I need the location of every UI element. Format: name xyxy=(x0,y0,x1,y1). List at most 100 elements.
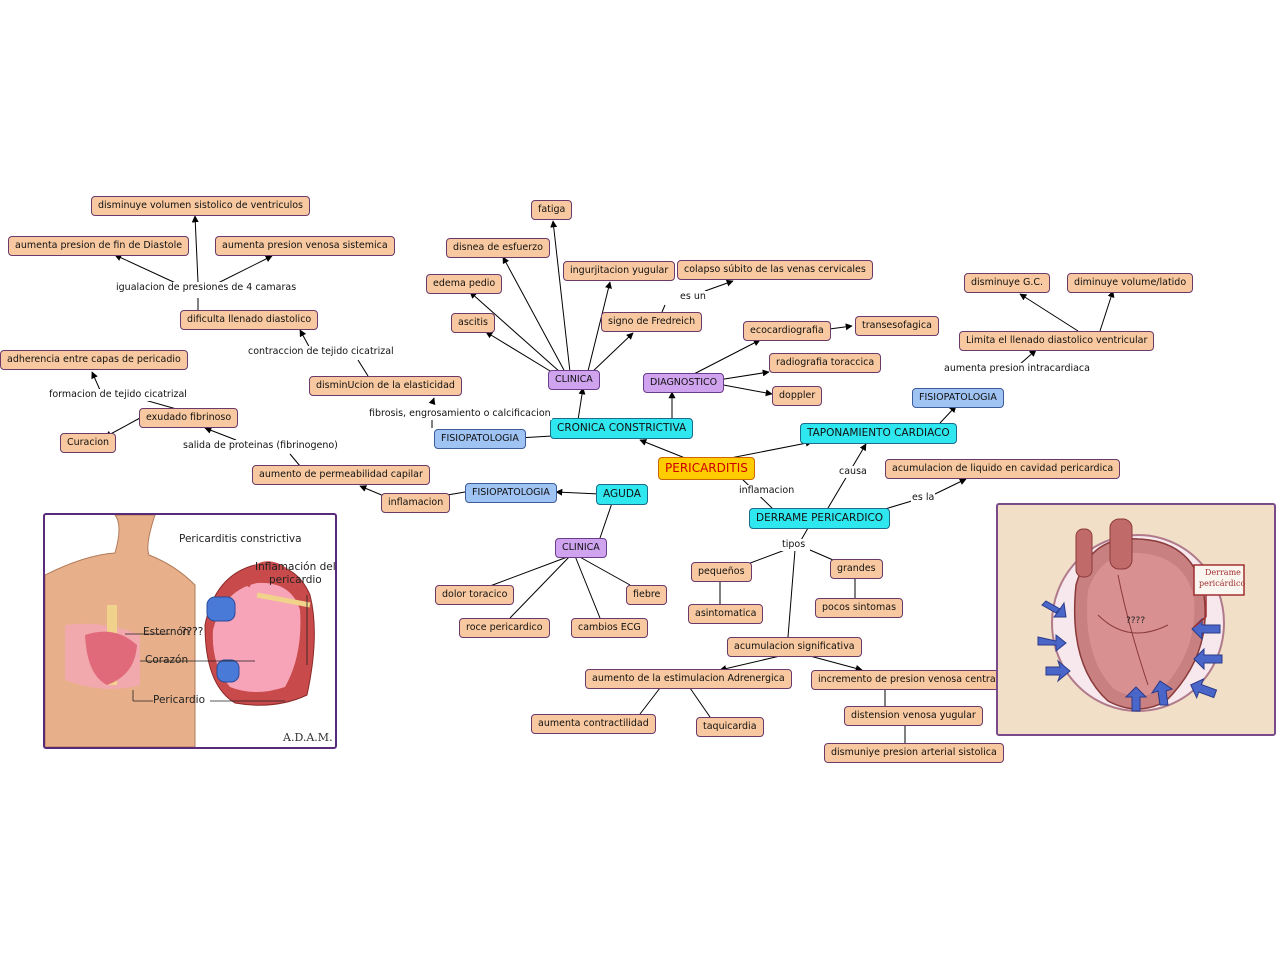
connector-line xyxy=(191,215,199,283)
connector-line xyxy=(787,549,796,638)
label-aumenta-intra: aumenta presion intracardiaca xyxy=(943,363,1091,375)
node-inflamacion[interactable]: inflamacion xyxy=(381,493,451,513)
connector-line xyxy=(1019,293,1079,332)
node-pequenos[interactable]: pequeños xyxy=(691,562,752,582)
connector-line xyxy=(91,371,101,391)
label-qmarks-right: ???? xyxy=(1126,616,1146,626)
connector-line xyxy=(555,488,601,496)
node-edema-pedio[interactable]: edema pedio xyxy=(426,274,503,294)
connector-line xyxy=(689,339,761,377)
connector-line xyxy=(939,405,957,424)
node-pocos-sintomas[interactable]: pocos sintomas xyxy=(815,598,904,618)
label-igualacion: igualacion de presiones de 4 camaras xyxy=(115,282,298,294)
node-fatiga[interactable]: fatiga xyxy=(531,200,573,220)
node-roce-pericardico[interactable]: roce pericardico xyxy=(459,618,550,638)
node-dolor-toracico[interactable]: dolor toracico xyxy=(435,585,515,605)
connector-line xyxy=(502,256,566,373)
connector-line xyxy=(359,485,385,497)
node-disminucion-elasticidad[interactable]: disminUcion de la elasticidad xyxy=(309,376,462,396)
node-grandes[interactable]: grandes xyxy=(830,559,883,579)
callout-derrame-2: pericárdico xyxy=(1199,579,1246,588)
connector-line xyxy=(577,555,631,586)
node-derrame-pericardico[interactable]: DERRAME PERICARDICO xyxy=(749,508,891,529)
node-diminuye-latido[interactable]: diminuye volume/latido xyxy=(1067,273,1194,293)
node-disminuye-gc[interactable]: disminuye G.C. xyxy=(964,273,1051,293)
node-adherencia[interactable]: adherencia entre capas de pericadio xyxy=(0,350,188,370)
node-fisiopatologia-cronica[interactable]: FISIOPATOLOGIA xyxy=(434,429,526,449)
label-inflamacion-pericardio-2: pericardio xyxy=(269,574,322,586)
node-aumenta-presion-fin[interactable]: aumenta presion de fin de Diastole xyxy=(8,236,190,256)
connector-line xyxy=(661,304,666,313)
node-ingurgitacion[interactable]: ingurjitacion yugular xyxy=(563,261,676,281)
node-fisiopatologia-taponamiento[interactable]: FISIOPATOLOGIA xyxy=(912,388,1004,408)
node-ascitis[interactable]: ascitis xyxy=(451,313,495,333)
node-permeabilidad[interactable]: aumento de permeabilidad capilar xyxy=(252,465,430,485)
connector-line xyxy=(704,279,734,292)
connector-line xyxy=(689,687,711,718)
node-signo-fredreich[interactable]: signo de Fredreich xyxy=(601,312,703,332)
label-salida: salida de proteinas (fibrinogeno) xyxy=(182,440,339,452)
node-dismuniye-presion[interactable]: dismuniye presion arterial sistolica xyxy=(824,743,1004,763)
node-acumulacion-liquido[interactable]: acumulacion de liquido en cavidad perica… xyxy=(885,459,1121,479)
node-doppler[interactable]: doppler xyxy=(772,386,823,406)
node-distension-yugular[interactable]: distension venosa yugular xyxy=(844,706,983,726)
connector-line xyxy=(357,359,369,377)
connector-line xyxy=(428,397,436,406)
node-ecocardiografia[interactable]: ecocardiografia xyxy=(743,321,831,341)
callout-derrame-1: Derrame xyxy=(1205,568,1241,577)
node-asintomatica[interactable]: asintomatica xyxy=(688,604,764,624)
node-transesofagica[interactable]: transesofagica xyxy=(855,316,939,336)
panel-pericarditis-constrictiva: Pericarditis constrictiva Inflamación de… xyxy=(43,513,337,749)
node-curacion[interactable]: Curacion xyxy=(60,433,117,453)
connector-line xyxy=(574,555,601,619)
node-aguda[interactable]: AGUDA xyxy=(596,484,648,505)
node-disnea[interactable]: disnea de esfuerzo xyxy=(446,238,550,258)
node-contractilidad[interactable]: aumenta contractilidad xyxy=(531,714,656,734)
label-es-un: es un xyxy=(679,291,707,303)
connector-line xyxy=(717,383,773,397)
label-esternon: Esternón xyxy=(143,626,190,638)
node-clinica-cronica[interactable]: CLINICA xyxy=(548,370,600,390)
node-limita-llenado[interactable]: Limita el llenado diastolico ventricular xyxy=(959,331,1155,351)
node-estimulacion-adrenergica[interactable]: aumento de la estimulacion Adrenergica xyxy=(585,669,792,689)
node-taponamiento-cardiaco[interactable]: TAPONAMIENTO CARDIACO xyxy=(800,423,957,444)
node-clinica-aguda[interactable]: CLINICA xyxy=(555,538,607,558)
node-incremento-presion[interactable]: incremento de presion venosa central xyxy=(811,670,1006,690)
node-acumulacion-significativa[interactable]: acumulacion significativa xyxy=(727,637,862,657)
label-fibrosis: fibrosis, engrosamiento o calcificacion xyxy=(368,408,552,420)
node-pericarditis[interactable]: PERICARDITIS xyxy=(658,457,755,480)
connector-line xyxy=(213,255,273,286)
connector-line xyxy=(934,478,967,495)
connector-line xyxy=(717,369,770,381)
label-causa: causa xyxy=(838,466,868,478)
node-colapso[interactable]: colapso súbito de las venas cervicales xyxy=(677,260,873,280)
connector-line xyxy=(489,555,571,587)
connector-line xyxy=(577,387,586,421)
node-fiebre[interactable]: fiebre xyxy=(626,585,668,605)
connector-line xyxy=(1099,290,1115,332)
connector-line xyxy=(639,439,691,461)
label-pericardio: Pericardio xyxy=(153,694,205,706)
label-formacion: formacion de tejido cicatrizal xyxy=(48,389,188,401)
node-radiografia[interactable]: radiografia toraccica xyxy=(769,353,882,373)
node-disminuye-volumen[interactable]: disminuye volumen sistolico de ventricul… xyxy=(91,196,310,216)
node-aumenta-presion-venosa[interactable]: aumenta presion venosa sistemica xyxy=(215,236,395,256)
label-contraccion: contraccion de tejido cicatrizal xyxy=(247,346,395,358)
node-cambios-ecg[interactable]: cambios ECG xyxy=(571,618,648,638)
node-fisiopatologia-aguda[interactable]: FISIOPATOLOGIA xyxy=(465,483,557,503)
node-diagnostico[interactable]: DIAGNOSTICO xyxy=(643,373,725,393)
connector-line xyxy=(639,687,661,715)
label-inflamacion-pericardio-1: Inflamación del xyxy=(255,561,336,573)
connector-line xyxy=(485,331,556,375)
node-cronica-constrictiva[interactable]: CRONICA CONSTRICTIVA xyxy=(550,418,694,439)
node-taquicardia[interactable]: taquicardia xyxy=(696,717,764,737)
node-exudado[interactable]: exudado fibrinoso xyxy=(139,408,239,428)
label-qmarks-left: ???? xyxy=(181,626,204,638)
label-tipos: tipos xyxy=(781,539,807,551)
connector-line xyxy=(509,555,571,619)
node-dificulta-llenado[interactable]: dificulta llenado diastolico xyxy=(180,310,319,330)
connector-line xyxy=(719,655,781,672)
label-corazon: Corazón xyxy=(145,654,189,666)
